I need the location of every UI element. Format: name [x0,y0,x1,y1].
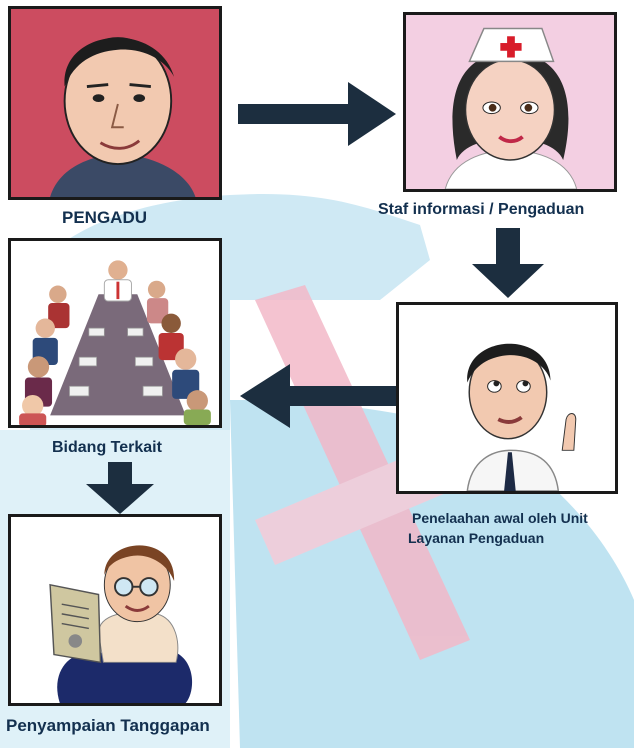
meeting-table-icon [11,241,219,425]
bidang-label: Bidang Terkait [52,439,162,457]
tanggapan-box [8,514,222,706]
bidang-box [8,238,222,428]
staf-box [403,12,617,192]
penelaahan-label-line1: Penelaahan awal oleh Unit [412,510,588,526]
arrow-bidang-to-tanggapan [80,462,160,514]
nurse-icon [406,15,614,189]
arrow-staf-to-penelaahan [468,228,548,300]
thinking-officer-icon [399,305,615,491]
arrow-penelaahan-to-bidang [238,360,396,432]
penelaahan-box [396,302,618,494]
arrow-pengadu-to-staf [238,78,398,150]
complainant-man-icon [11,9,219,197]
penelaahan-label-line2: Layanan Pengaduan [408,530,544,546]
pengadu-label: PENGADU [62,208,147,228]
reading-man-icon [11,517,219,703]
tanggapan-label: Penyampaian Tanggapan [6,716,210,736]
staf-label: Staf informasi / Pengaduan [378,201,584,219]
pengadu-box [8,6,222,200]
